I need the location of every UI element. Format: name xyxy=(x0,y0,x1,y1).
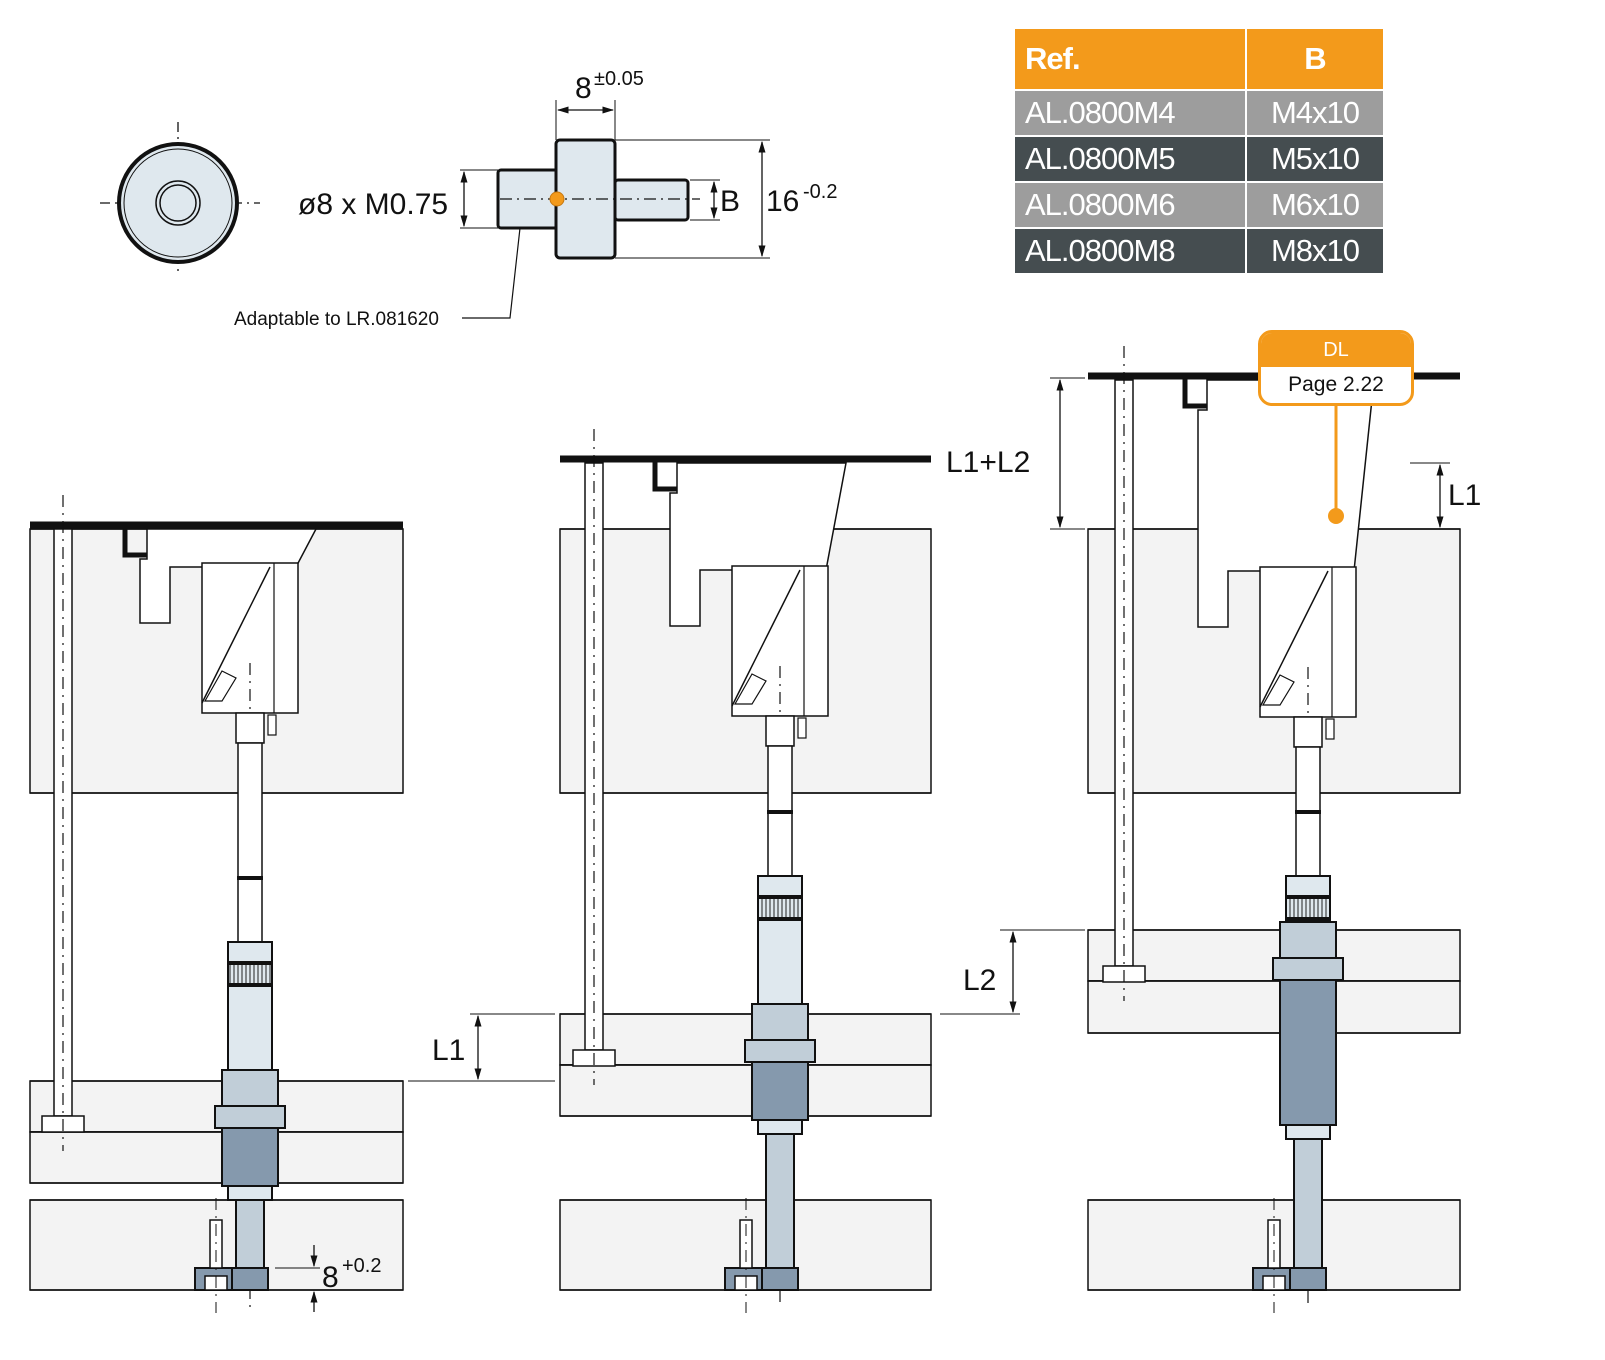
height-dim: 16 xyxy=(766,185,799,218)
washer xyxy=(1285,1124,1331,1140)
dimensions: L1 8 +0.2 L1+L2 L2 L1 xyxy=(275,377,1481,1312)
lifter-slope xyxy=(731,569,801,707)
cell-b: M8x10 xyxy=(1245,227,1385,275)
table-row: AL.0800M6 M6x10 xyxy=(1013,181,1385,229)
cell-b: M6x10 xyxy=(1245,181,1385,229)
plate xyxy=(559,1064,932,1117)
lifter-head xyxy=(669,462,847,627)
shaft-top xyxy=(235,712,265,744)
lifter-block xyxy=(731,565,829,717)
l1-label-left: L1 xyxy=(432,1034,465,1067)
width-tol: ±0.05 xyxy=(594,68,644,90)
sleeve xyxy=(757,919,803,1005)
bracket xyxy=(1182,376,1207,409)
table-row: AL.0800M5 M5x10 xyxy=(1013,135,1385,183)
l1-label-right: L1 xyxy=(1448,479,1481,512)
b-label: B xyxy=(720,185,740,218)
washer xyxy=(757,1119,803,1135)
lifter-head xyxy=(139,528,318,624)
bracket xyxy=(652,459,677,492)
depth-dim: 8 xyxy=(322,1261,339,1294)
plate xyxy=(1087,980,1461,1034)
callout-page-link[interactable]: Page 2.22 xyxy=(1288,373,1384,396)
plate xyxy=(1087,929,1461,982)
adaptable-note: Adaptable to LR.081620 xyxy=(234,309,439,330)
nut xyxy=(757,875,803,897)
screw xyxy=(267,714,277,736)
cell-ref: AL.0800M6 xyxy=(1013,181,1247,229)
height-tol: -0.2 xyxy=(803,181,837,203)
housing xyxy=(1279,979,1337,1126)
lifter-shoe xyxy=(1261,674,1295,706)
cell-ref: AL.0800M4 xyxy=(1013,89,1247,137)
rod xyxy=(1293,1138,1323,1269)
flange xyxy=(214,1105,286,1129)
housing xyxy=(221,1127,279,1187)
foot xyxy=(1289,1267,1327,1291)
plate xyxy=(29,1131,404,1184)
rod xyxy=(235,1199,265,1269)
shaft-top xyxy=(1293,716,1323,748)
lifter-slope xyxy=(201,566,271,704)
rod xyxy=(765,1133,795,1269)
housing xyxy=(751,1061,809,1121)
cell-b: M4x10 xyxy=(1245,89,1385,137)
washer xyxy=(227,1185,273,1201)
assembly-middle xyxy=(559,429,932,1313)
sleeve xyxy=(227,985,273,1071)
flange xyxy=(1272,957,1344,981)
assembly-left xyxy=(29,495,404,1313)
lifter-shoe xyxy=(203,670,237,702)
shaft xyxy=(237,742,263,943)
end-view xyxy=(100,122,260,275)
header-ref: Ref. xyxy=(1013,27,1247,91)
screw xyxy=(1325,718,1335,740)
knurl xyxy=(227,963,273,985)
collar xyxy=(751,1003,809,1041)
knurl xyxy=(757,897,803,919)
spec-table: Ref. B AL.0800M4 M4x10 AL.0800M5 M5x10 A… xyxy=(1013,27,1385,275)
width-dim: 8 xyxy=(575,72,592,105)
foot xyxy=(231,1267,269,1291)
depth-tol: +0.2 xyxy=(342,1255,381,1277)
callout-title: DL xyxy=(1261,333,1411,367)
l1-l2-label: L1+L2 xyxy=(946,446,1030,479)
collar xyxy=(221,1069,279,1107)
table-row: AL.0800M4 M4x10 xyxy=(1013,89,1385,137)
screw xyxy=(797,717,807,739)
cell-ref: AL.0800M8 xyxy=(1013,227,1247,275)
knurl xyxy=(1285,897,1331,919)
ejector-pin xyxy=(1114,379,1134,967)
header-b: B xyxy=(1245,27,1385,91)
table-header: Ref. B xyxy=(1013,27,1385,91)
side-view: ø8 x M0.75 8 ±0.05 B 16 -0.2 Adaptable t… xyxy=(234,68,837,330)
lifter-head xyxy=(1197,379,1375,628)
assembly-right xyxy=(1087,346,1461,1313)
nut xyxy=(227,941,273,963)
flange xyxy=(744,1039,816,1063)
shaft-top xyxy=(765,715,795,747)
nut xyxy=(1285,875,1331,897)
table-row: AL.0800M8 M8x10 xyxy=(1013,227,1385,275)
lifter-shoe xyxy=(733,673,767,705)
collar xyxy=(1279,921,1337,959)
bracket xyxy=(122,525,147,558)
cell-b: M5x10 xyxy=(1245,135,1385,183)
lifter-slope xyxy=(1259,570,1329,708)
dl-callout[interactable]: DL Page 2.22 xyxy=(1258,330,1414,406)
cell-ref: AL.0800M5 xyxy=(1013,135,1247,183)
l2-label: L2 xyxy=(963,964,996,997)
thread-label: ø8 x M0.75 xyxy=(298,188,448,221)
foot xyxy=(761,1267,799,1291)
